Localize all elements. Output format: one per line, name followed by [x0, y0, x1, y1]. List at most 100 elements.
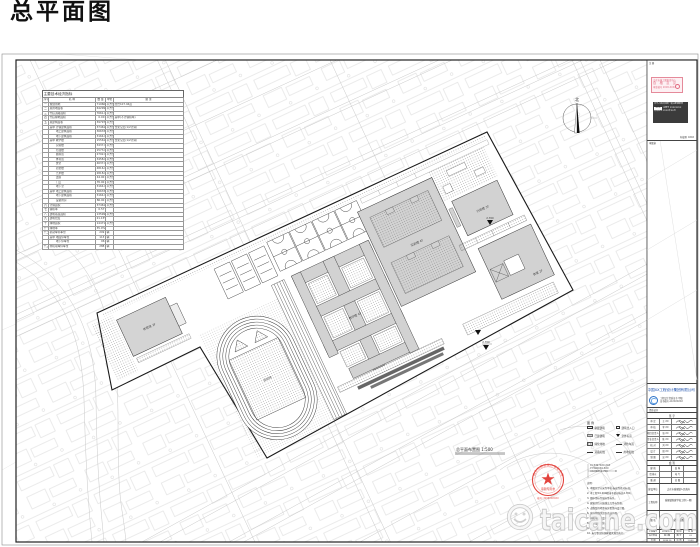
row-unit: 平方米: [105, 202, 114, 209]
row-quantity: 288: [95, 244, 106, 250]
row-quantity: 37461.00: [95, 124, 106, 131]
margin-context-lines: [1, 53, 141, 471]
client-row: 建设单位 太仓市城厢镇人民政府: [647, 483, 697, 494]
legend-item: 室外标高: [616, 434, 644, 442]
review-stamp-section: 审图章: [647, 140, 697, 146]
note-line: 3. 图中坐标为城市坐标系。: [587, 497, 617, 500]
client-name: 太仓市城厢镇人民政府: [667, 488, 690, 491]
coordinate-line: X=3497XXX.XXX: [590, 464, 611, 467]
coordinate-line: ±0.000=2.700: [590, 470, 608, 474]
row-unit: 平方米: [105, 138, 114, 144]
project-name: 城厢镇新建学校工程(一期): [664, 499, 693, 502]
signature-role: 审 定: [647, 419, 660, 424]
table-row: 四 代征绿地面积 0.00 平方米 其中(不计容积率): [42, 115, 184, 121]
volleyball-courts: [213, 245, 279, 300]
site-interior: 体育馆 2F: [92, 135, 559, 459]
review-approval-stamp: 太仓市施工图审查中心 合 格 意 见 审查编号 2018-XXXX: [651, 77, 683, 93]
signature-row: 校 对 刘 XX: [647, 443, 697, 449]
row-unit: 平方米: [105, 110, 114, 117]
row-index: 十二: [42, 230, 49, 236]
property-line-swatch-icon: [616, 451, 622, 453]
elevation-triangle-icon: [483, 345, 489, 350]
signature-cell: [672, 449, 697, 454]
building-2: 实验楼 4F: [357, 177, 477, 307]
stamp-circle-icon: [675, 84, 680, 89]
project-label: 工程名称: [647, 495, 660, 510]
countersign-table: 建 筑 结 构 给排水 电 气 暖 通 总 图: [647, 465, 697, 484]
handwritten-signature-icon: [675, 437, 693, 442]
legend-column-left: 新建建筑 已建建筑 绿化用地 道路红线: [587, 426, 615, 458]
title-block: 注 册 太仓市施工图审查中心 合 格 意 见 审查编号 2018-XXXX 中华…: [647, 60, 697, 543]
track-label: 运动场: [262, 374, 272, 382]
drawing-info-row: 设计阶段 施工图 图 号 01: [647, 534, 697, 539]
row-quantity: 35.00: [95, 179, 106, 186]
building-4: 食堂 2F: [458, 214, 555, 300]
signature-cell: [672, 425, 697, 430]
row-unit: 平方米: [105, 179, 114, 186]
notes-title: 说明:: [587, 482, 593, 485]
new-building-swatch-icon: [587, 426, 593, 430]
row-quantity: 3164.00: [95, 184, 106, 190]
row-unit: 平方米: [105, 106, 114, 112]
signature-name: 王 XX: [660, 419, 672, 424]
legend-item: 新建建筑: [587, 426, 615, 434]
row-unit: 平方米: [105, 198, 114, 204]
row-unit: 平方米: [105, 193, 114, 200]
row-quantity: 86.00: [95, 198, 106, 204]
elevation-triangle-icon: [616, 434, 620, 438]
basketball-courts: [266, 200, 371, 272]
row-unit: 平方米: [105, 129, 114, 135]
row-unit: 平方米: [105, 211, 114, 218]
drawing-name-label: 图 名: [647, 511, 660, 529]
note-line: 7. 消防车道宽度不小于4米。: [587, 517, 619, 520]
row-name: 非机动车停车位: [48, 244, 96, 250]
elevation-triangle-icon: [487, 220, 493, 225]
row-quantity: 14471.75: [95, 221, 106, 227]
row-unit: 平方米: [105, 147, 114, 154]
handwritten-signature-icon: [675, 425, 693, 430]
row-unit: 平方米: [105, 161, 114, 167]
handwritten-signature-icon: [675, 455, 693, 460]
legend-item: 已建建筑: [587, 434, 615, 442]
signature-role: 审 核: [647, 425, 660, 430]
row-quantity: 35.0%: [95, 225, 106, 232]
table-title: 主要技术经济指标: [42, 90, 184, 98]
star-icon: [541, 472, 555, 485]
building-4-label: 食堂 2F: [532, 268, 544, 277]
fire-lane-arrow-icon: [616, 443, 622, 445]
row-unit: 平方米: [105, 101, 114, 108]
row-quantity: 2818.00: [95, 170, 106, 177]
row-remark: [113, 244, 184, 250]
note-line: 6. 室外管线详见各专业总图。: [587, 512, 620, 515]
project-row: 工程名称 城厢镇新建学校工程(一期): [647, 494, 697, 510]
main-building-complex: 教学楼 4F: [291, 239, 420, 379]
row-quantity: 13599.00: [95, 211, 106, 218]
page-title: 总平面图: [10, 0, 114, 25]
registered-architect-seal: 中华人民共和国一级注册建筑师 姓 名 注册号 XXXXXXXX 有效期至 XXX…: [653, 102, 688, 123]
table-row: 其中 地面停车位 113 辆: [42, 234, 184, 241]
legend-item: 用地红线: [616, 450, 644, 458]
row-unit: 平方米: [105, 124, 114, 131]
row-unit: 平方米: [105, 120, 114, 126]
legend-item: 道路红线: [587, 450, 615, 458]
signature-cell: [672, 437, 697, 442]
signature-cell: [672, 431, 697, 436]
entrance-markers: 2.700 2.700: [475, 216, 494, 350]
legend-title: 图 例: [587, 421, 594, 425]
row-unit: 平方米: [105, 142, 114, 149]
elevation-label: 2.700: [486, 216, 494, 220]
legend-item: 建筑出入口: [616, 426, 644, 434]
drawing-caption: 总平面布置图 1:500: [456, 446, 493, 452]
row-quantity: 15561.00: [95, 138, 106, 144]
signature-row: 设 计 周 XX: [647, 449, 697, 455]
entrance-triangle-icon: [475, 330, 481, 335]
svg-text:北: 北: [575, 96, 579, 102]
signature-row: 审 定 王 XX: [647, 419, 697, 425]
signature-header: 签 字: [647, 412, 697, 418]
legend: 图 例 新建建筑 已建建筑 绿化用地 道路红线 建筑出入口 室外标高 消防车道 …: [586, 421, 644, 461]
row-quantity: 39797.00: [95, 120, 106, 126]
legend-item: 消防车道: [616, 442, 644, 450]
table-row: 十三 非机动车停车位 288 辆: [42, 244, 184, 250]
running-track: 运动场: [198, 279, 347, 459]
company-logo-icon: [649, 396, 658, 405]
